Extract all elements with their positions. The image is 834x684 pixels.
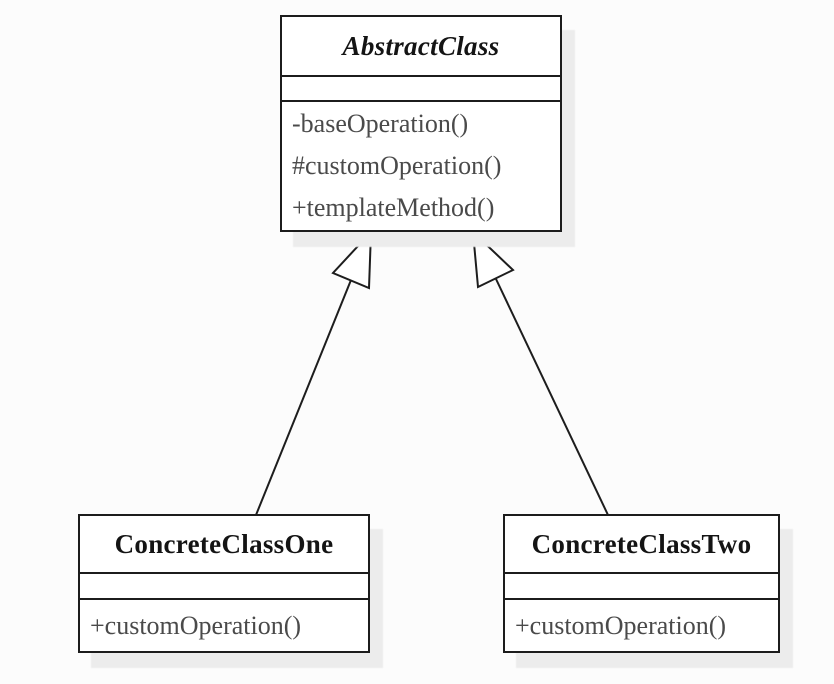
class-box-abstract-class: AbstractClass -baseOperation() #customOp… — [280, 15, 562, 232]
class-attributes-compartment — [282, 77, 560, 102]
class-box-concrete-class-two: ConcreteClassTwo +customOperation() — [503, 514, 780, 653]
inheritance-line-one — [255, 279, 352, 516]
class-methods-compartment: -baseOperation() #customOperation() +tem… — [282, 102, 560, 230]
inheritance-line-two — [495, 278, 609, 516]
inheritance-arrow-one — [255, 229, 373, 516]
inheritance-arrow-two — [471, 229, 609, 516]
class-methods-compartment: +customOperation() — [80, 600, 368, 651]
class-title: ConcreteClassOne — [80, 516, 368, 574]
method-item: +templateMethod() — [292, 193, 495, 222]
hollow-triangle-arrowhead-icon — [331, 229, 373, 290]
method-item: -baseOperation() — [292, 109, 469, 138]
hollow-triangle-arrowhead-icon — [471, 229, 515, 289]
method-item: +customOperation() — [90, 610, 302, 640]
class-attributes-compartment — [505, 574, 778, 600]
class-attributes-compartment — [80, 574, 368, 600]
class-title: ConcreteClassTwo — [505, 516, 778, 574]
class-title: AbstractClass — [282, 17, 560, 77]
method-item: #customOperation() — [292, 151, 502, 180]
class-methods-compartment: +customOperation() — [505, 600, 778, 651]
method-item: +customOperation() — [515, 610, 727, 640]
class-box-concrete-class-one: ConcreteClassOne +customOperation() — [78, 514, 370, 653]
